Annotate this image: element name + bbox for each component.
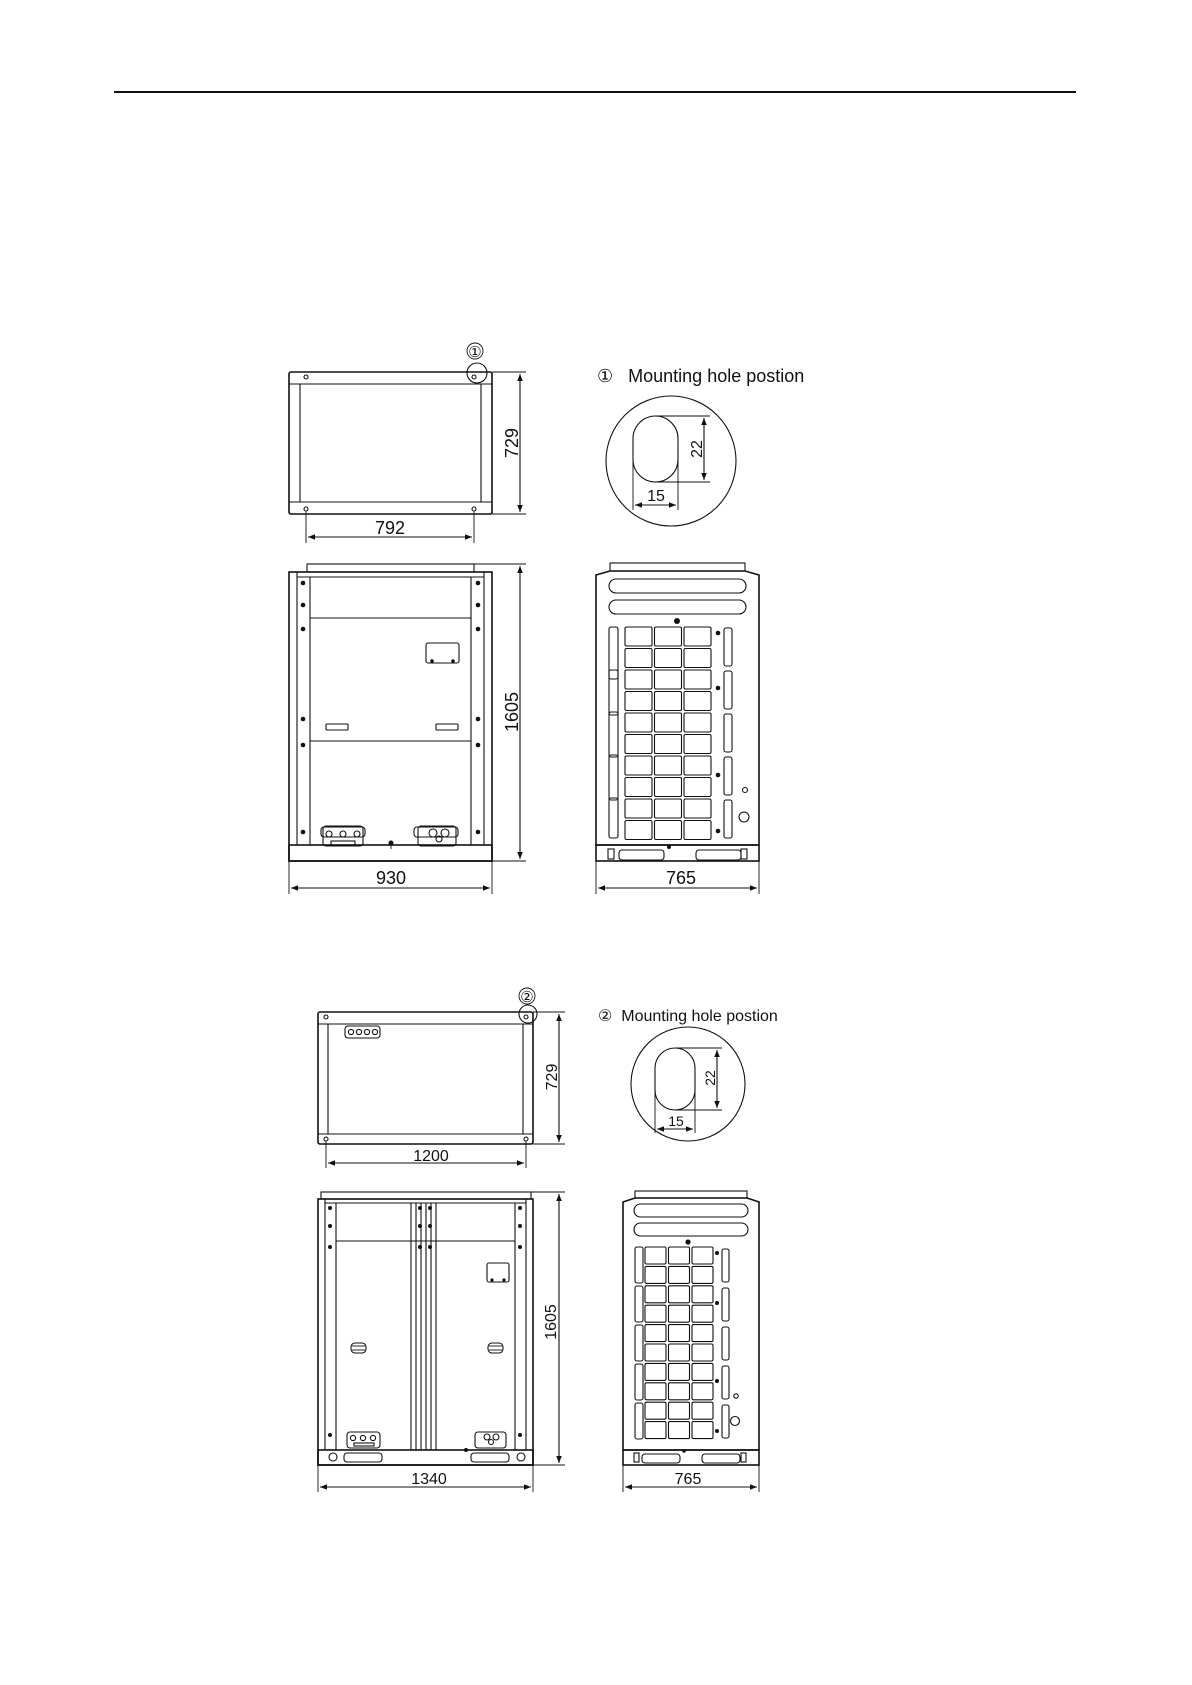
- fig2-front-width: 1340: [411, 1471, 447, 1488]
- grille-cell: [645, 1402, 666, 1419]
- fig1-callout-number: ①: [468, 344, 481, 361]
- grille-cell: [655, 692, 682, 711]
- grille-cell: [684, 799, 711, 818]
- fig1-top-depth: 729: [502, 428, 522, 458]
- grille-cell: [692, 1344, 713, 1361]
- grille-cell: [655, 799, 682, 818]
- fig2-hole-height: 22: [702, 1070, 718, 1086]
- grille-cell: [625, 692, 652, 711]
- grille-cell: [669, 1402, 690, 1419]
- fig1-slot-hole: [633, 416, 678, 482]
- fig1-side-view: 765: [596, 563, 759, 894]
- grille-cell: [692, 1383, 713, 1400]
- fig2-top-depth: 729: [544, 1064, 561, 1091]
- fig1-side-width: 765: [666, 868, 696, 888]
- fig2-top-view: ② 729 1200: [318, 988, 565, 1168]
- grille-cell: [684, 670, 711, 689]
- grille-cell: [625, 756, 652, 775]
- grille-cell: [645, 1325, 666, 1342]
- fig2-front-view: 1605 1340: [318, 1192, 565, 1492]
- grille-cell: [669, 1344, 690, 1361]
- fig2-grille: [645, 1247, 713, 1439]
- grille-cell: [684, 649, 711, 668]
- grille-cell: [669, 1286, 690, 1303]
- fig1-hole-detail: ① Mounting hole postion 22 15: [597, 366, 804, 526]
- fig1-hole-callout-circle: [467, 363, 487, 383]
- grille-cell: [669, 1363, 690, 1380]
- grille-cell: [655, 649, 682, 668]
- grille-cell: [669, 1247, 690, 1264]
- grille-cell: [692, 1266, 713, 1283]
- fig1-front-height: 1605: [502, 692, 522, 732]
- fig1-pipe-connection-left: [323, 826, 363, 846]
- grille-cell: [684, 756, 711, 775]
- grille-cell: [625, 713, 652, 732]
- fig1-grille: [625, 627, 711, 840]
- grille-cell: [655, 713, 682, 732]
- fig2-top-pipe-ports: [345, 1026, 380, 1038]
- grille-cell: [645, 1383, 666, 1400]
- grille-cell: [692, 1363, 713, 1380]
- grille-cell: [645, 1247, 666, 1264]
- grille-cell: [625, 627, 652, 646]
- grille-cell: [655, 735, 682, 754]
- fig1-pipe-connection-right: [418, 826, 456, 846]
- grille-cell: [625, 799, 652, 818]
- grille-cell: [669, 1383, 690, 1400]
- grille-cell: [692, 1402, 713, 1419]
- grille-cell: [669, 1325, 690, 1342]
- fig2-side-width: 765: [675, 1471, 702, 1488]
- fig2-callout-number: ②: [520, 989, 533, 1006]
- fig1-hole-width: 15: [647, 488, 665, 505]
- figure-1: ① 729 792 ① Mounting hole postion 22 15: [289, 343, 804, 894]
- grille-cell: [645, 1266, 666, 1283]
- grille-cell: [625, 670, 652, 689]
- grille-cell: [655, 778, 682, 797]
- grille-cell: [655, 821, 682, 840]
- grille-cell: [625, 821, 652, 840]
- fig1-detail-label: ① Mounting hole postion: [597, 366, 804, 386]
- grille-cell: [692, 1286, 713, 1303]
- grille-cell: [669, 1266, 690, 1283]
- grille-cell: [684, 778, 711, 797]
- grille-cell: [684, 692, 711, 711]
- fig2-hole-width: 15: [668, 1113, 684, 1129]
- fig2-front-height: 1605: [543, 1304, 560, 1340]
- grille-cell: [692, 1422, 713, 1439]
- grille-cell: [684, 713, 711, 732]
- grille-cell: [625, 735, 652, 754]
- fig1-top-view: ① 729 792: [289, 343, 526, 543]
- fig2-hole-callout-circle: [519, 1005, 537, 1023]
- fig1-front-view: 1605 930: [289, 564, 526, 894]
- fig1-hole-height: 22: [689, 440, 706, 458]
- grille-cell: [692, 1247, 713, 1264]
- grille-cell: [684, 821, 711, 840]
- fig2-detail-label: ② Mounting hole postion: [598, 1008, 778, 1025]
- grille-cell: [669, 1422, 690, 1439]
- fig2-top-hole-spacing: 1200: [413, 1148, 449, 1165]
- grille-cell: [692, 1325, 713, 1342]
- grille-cell: [625, 649, 652, 668]
- grille-cell: [684, 735, 711, 754]
- fig2-slot-hole: [655, 1048, 695, 1110]
- grille-cell: [655, 627, 682, 646]
- fig1-front-width: 930: [376, 868, 406, 888]
- grille-cell: [669, 1305, 690, 1322]
- grille-cell: [645, 1422, 666, 1439]
- grille-cell: [645, 1305, 666, 1322]
- grille-cell: [684, 627, 711, 646]
- fig1-top-hole-spacing: 792: [375, 518, 405, 538]
- grille-cell: [645, 1286, 666, 1303]
- grille-cell: [625, 778, 652, 797]
- grille-cell: [645, 1363, 666, 1380]
- figure-2: ② 729 1200 ② Mounting hole postion 22 15: [318, 988, 778, 1492]
- grille-cell: [655, 670, 682, 689]
- fig2-side-view: 765: [623, 1191, 759, 1492]
- grille-cell: [645, 1344, 666, 1361]
- grille-cell: [655, 756, 682, 775]
- grille-cell: [692, 1305, 713, 1322]
- fig2-hole-detail: ② Mounting hole postion 22 15: [598, 1008, 778, 1141]
